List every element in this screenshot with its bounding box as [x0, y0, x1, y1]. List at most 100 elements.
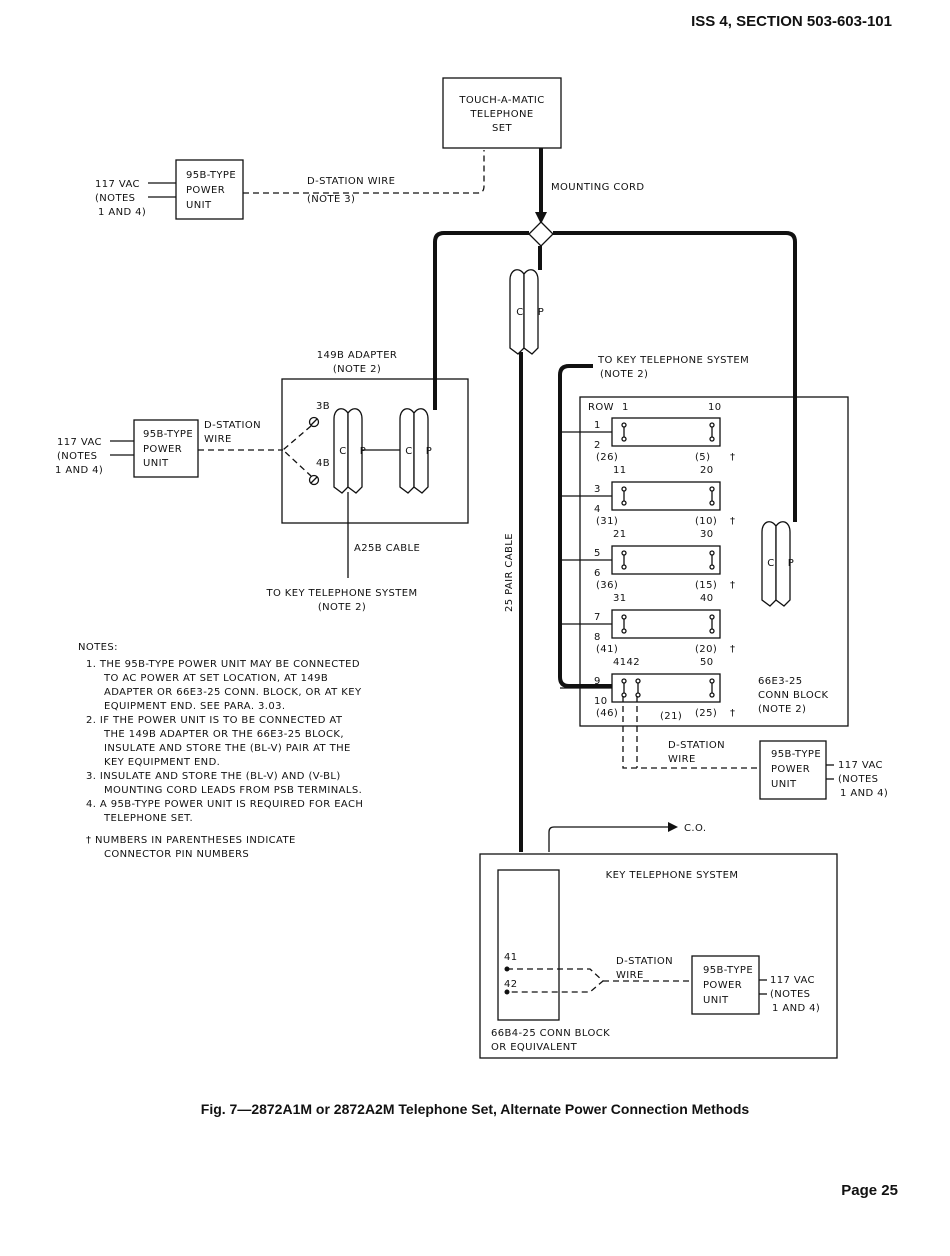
conn-block-name-2: CONN BLOCK [758, 690, 829, 701]
clip-terminal [709, 422, 715, 428]
clip-terminal [621, 500, 627, 506]
conn-block-name-3: (NOTE 2) [758, 704, 806, 715]
next-row-left: 31 [613, 593, 627, 604]
clip-terminal [709, 628, 715, 634]
svg-text:POWER: POWER [143, 444, 182, 455]
clip-terminal [621, 628, 627, 634]
a25b-label: A25B CABLE [354, 543, 420, 554]
conn-block-row-2 [611, 481, 721, 511]
mounting-cord-label: MOUNTING CORD [551, 182, 644, 193]
vac-right-3: 1 AND 4) [840, 788, 888, 799]
set-label-1: TOUCH-A-MATIC [458, 95, 544, 106]
pin-number-right: (20) [695, 644, 717, 655]
conn-block-row-4 [611, 609, 721, 639]
dagger-mark: † [730, 580, 735, 591]
svg-text:ADAPTER OR 66E3-25 CONN. BLOCK: ADAPTER OR 66E3-25 CONN. BLOCK, OR AT KE… [104, 687, 362, 698]
dagger-mark: † [730, 708, 735, 719]
adapter-note: (NOTE 2) [333, 364, 381, 375]
center-plug-p: P [538, 307, 544, 318]
row-number-top: 3 [594, 484, 601, 495]
right-cp-plug [761, 521, 791, 607]
center-plug-c: C [516, 307, 523, 318]
dagger-mark: † [730, 452, 735, 463]
header-text: ISS 4, SECTION 503-603-101 [691, 13, 892, 30]
svg-text:POWER: POWER [703, 980, 742, 991]
clip-terminal [621, 614, 627, 620]
svg-text:MOUNTING CORD LEADS FROM PSB T: MOUNTING CORD LEADS FROM PSB TERMINALS. [104, 785, 362, 796]
svg-text:95B-TYPE: 95B-TYPE [703, 965, 753, 976]
row-number-bottom: 2 [594, 440, 601, 451]
svg-text:C: C [767, 558, 774, 569]
pin-number-right: (5) [695, 452, 710, 463]
pu-top-3: UNIT [186, 200, 212, 211]
key-wire-2: WIRE [616, 970, 644, 981]
row-number-top: 1 [594, 420, 601, 431]
key-wire-1: D-STATION [616, 956, 673, 967]
d-station-wire-block-1 [622, 696, 760, 769]
svg-text:† NUMBERS IN PARENTHESES INDIC: † NUMBERS IN PARENTHESES INDICATE [86, 835, 296, 846]
dagger-mark: † [730, 644, 735, 655]
terminal-4b-label: 4B [316, 458, 330, 469]
svg-text:UNIT: UNIT [143, 458, 169, 469]
svg-text:EQUIPMENT END. SEE PARA. 3.03.: EQUIPMENT END. SEE PARA. 3.03. [104, 701, 285, 712]
d-station-wire-top [243, 150, 485, 194]
next-row-left: 4142 [613, 657, 640, 668]
clip-terminal [709, 436, 715, 442]
clip-terminal [709, 500, 715, 506]
figure-caption: Fig. 7—2872A1M or 2872A2M Telephone Set,… [201, 1101, 750, 1117]
to-key-left-1: TO KEY TELEPHONE SYSTEM [265, 588, 417, 599]
to-key-left-2: (NOTE 2) [318, 602, 366, 613]
top-wire-note: (NOTE 3) [307, 194, 355, 205]
pin-number-right: (25) [695, 708, 717, 719]
row-number-top: 5 [594, 548, 601, 559]
pin-number-left: (36) [596, 580, 618, 591]
page-number: Page 25 [841, 1182, 898, 1199]
key-block-name-1: 66B4-25 CONN BLOCK [491, 1028, 610, 1039]
clip-terminal [709, 486, 715, 492]
adapter-wire-2: WIRE [204, 434, 232, 445]
terminal-41-label: 41 [504, 952, 518, 963]
block-wire-2: WIRE [668, 754, 696, 765]
clip-terminal [621, 486, 627, 492]
conn-block-row-1 [611, 417, 721, 447]
next-row-left: 21 [613, 529, 627, 540]
vac-mid-2: (NOTES [57, 451, 97, 462]
adapter-box [281, 378, 469, 524]
note-2: 2. IF THE POWER UNIT IS TO BE CONNECTED … [86, 715, 351, 768]
power-unit-mid-left [133, 419, 199, 478]
co-arrow [668, 822, 678, 832]
telephone-set-box [442, 77, 562, 149]
clip-terminal [621, 422, 627, 428]
power-unit-key [691, 955, 760, 1015]
clip-terminal [621, 678, 627, 684]
mounting-cord-arrow [535, 212, 547, 224]
conn-block-66b4 [497, 869, 560, 1021]
clip-terminal [709, 692, 715, 698]
note-4: 4. A 95B-TYPE POWER UNIT IS REQUIRED FOR… [86, 799, 363, 824]
svg-text:4. A 95B-TYPE POWER UNIT IS RE: 4. A 95B-TYPE POWER UNIT IS REQUIRED FOR… [86, 799, 363, 810]
svg-text:KEY EQUIPMENT END.: KEY EQUIPMENT END. [104, 757, 220, 768]
notes-heading: NOTES: [78, 642, 118, 653]
svg-text:P: P [788, 558, 794, 569]
clip-terminal [709, 614, 715, 620]
vac-top-1: 117 VAC [95, 179, 140, 190]
power-unit-right [759, 740, 827, 800]
vac-key-2: (NOTES [770, 989, 810, 1000]
vac-right-1: 117 VAC [838, 760, 883, 771]
note-dagger: † NUMBERS IN PARENTHESES INDICATE CONNEC… [86, 835, 296, 860]
svg-text:3. INSULATE AND STORE THE (BL-: 3. INSULATE AND STORE THE (BL-V) AND (V-… [86, 771, 341, 782]
svg-text:UNIT: UNIT [771, 779, 797, 790]
block-wire-1: D-STATION [668, 740, 725, 751]
vac-mid-3: 1 AND 4) [55, 465, 103, 476]
svg-text:INSULATE AND STORE THE (BL-V): INSULATE AND STORE THE (BL-V) PAIR AT TH… [104, 743, 351, 754]
clip-terminal [635, 678, 641, 684]
vac-mid-1: 117 VAC [57, 437, 102, 448]
col-1-label: 1 [622, 402, 629, 413]
note-3: 3. INSULATE AND STORE THE (BL-V) AND (V-… [86, 771, 362, 796]
clip-terminal [621, 564, 627, 570]
cord-to-conn-block [553, 231, 797, 522]
center-cp-plug [509, 269, 539, 355]
conn-block-row-5 [611, 673, 721, 703]
set-label-2: TELEPHONE [469, 109, 533, 120]
